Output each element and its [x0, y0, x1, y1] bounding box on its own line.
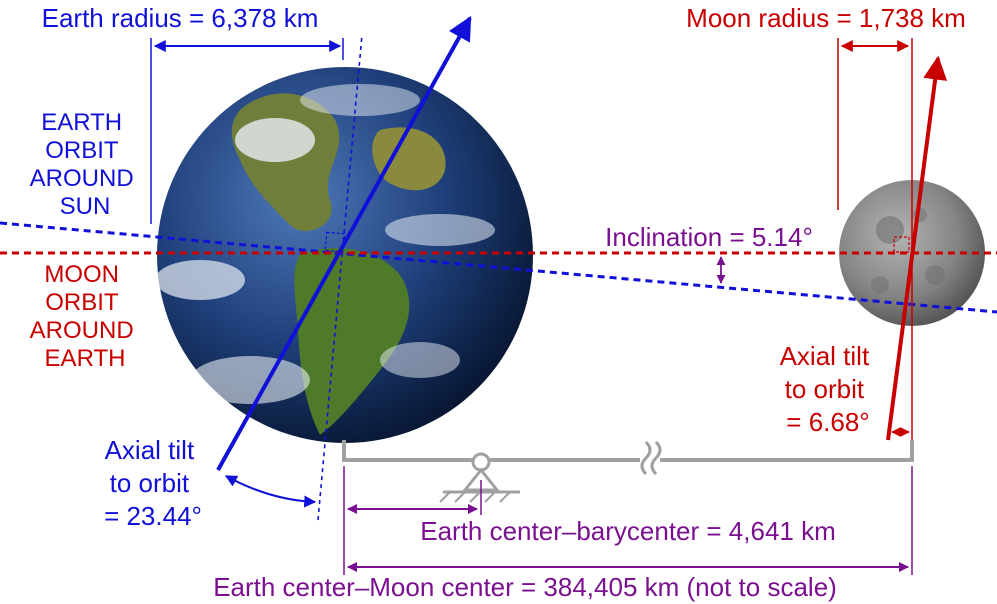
- earth-orbit-label: EARTH ORBIT AROUND SUN: [30, 109, 141, 220]
- earth-axis-arrow: [216, 15, 472, 471]
- scale-break-icon: [640, 440, 662, 476]
- moon-axis-arrow: [886, 55, 948, 441]
- earth-radius-label: Earth radius = 6,378 km: [42, 3, 319, 33]
- earth-right-angle-marker: [324, 231, 346, 253]
- moon-orbit-label: MOON ORBIT AROUND EARTH: [30, 261, 141, 372]
- moon-radius-label: Moon radius = 1,738 km: [686, 3, 966, 33]
- inclination-label: Inclination = 5.14°: [605, 222, 813, 252]
- earth-globe-icon: [157, 67, 533, 443]
- earth-orbit-line: [0, 221, 997, 314]
- moon-tilt-label: Axial tilt to orbit = 6.68°: [780, 341, 877, 437]
- earth-axis-line: [317, 34, 363, 521]
- earth-tilt-arc: [224, 475, 317, 508]
- moon-right-angle-marker: [893, 236, 910, 253]
- earth-moon-beam: [342, 440, 914, 462]
- barycenter-distance-label: Earth center–barycenter = 4,641 km: [420, 516, 836, 546]
- earth-tilt-label: Axial tilt to orbit = 23.44°: [104, 435, 202, 531]
- moon-distance-label: Earth center–Moon center = 384,405 km (n…: [213, 572, 837, 602]
